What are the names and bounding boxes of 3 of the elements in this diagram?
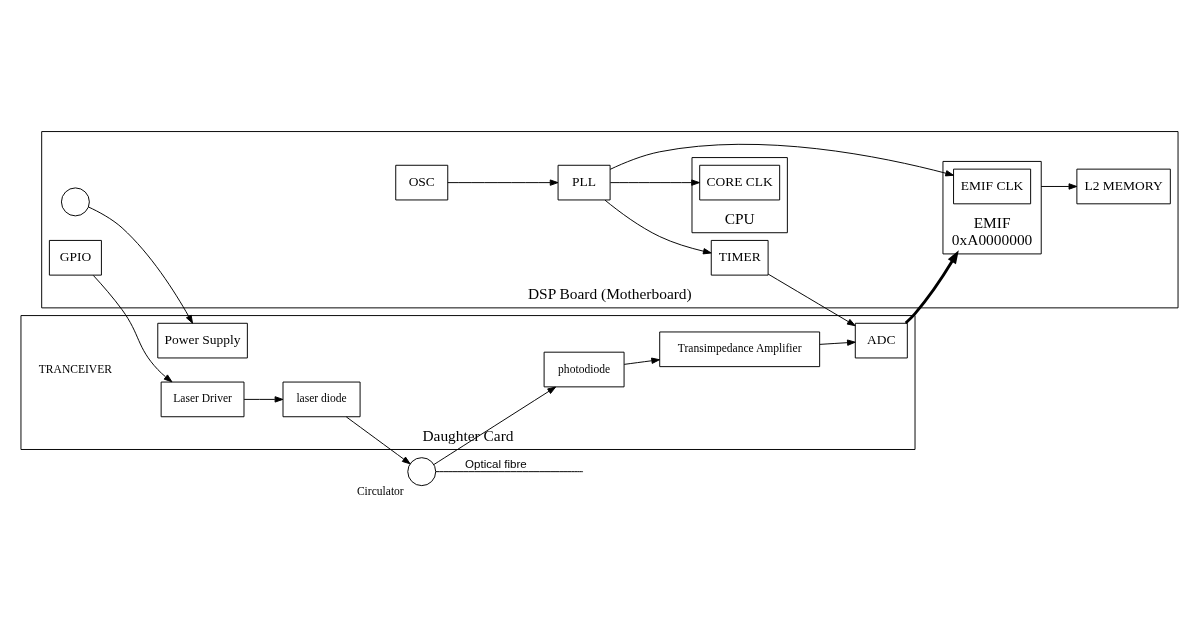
label: TRANCEIVER xyxy=(38,362,112,376)
node-label: Circulator xyxy=(356,484,404,498)
edge-label: Optical fibre xyxy=(465,457,527,470)
